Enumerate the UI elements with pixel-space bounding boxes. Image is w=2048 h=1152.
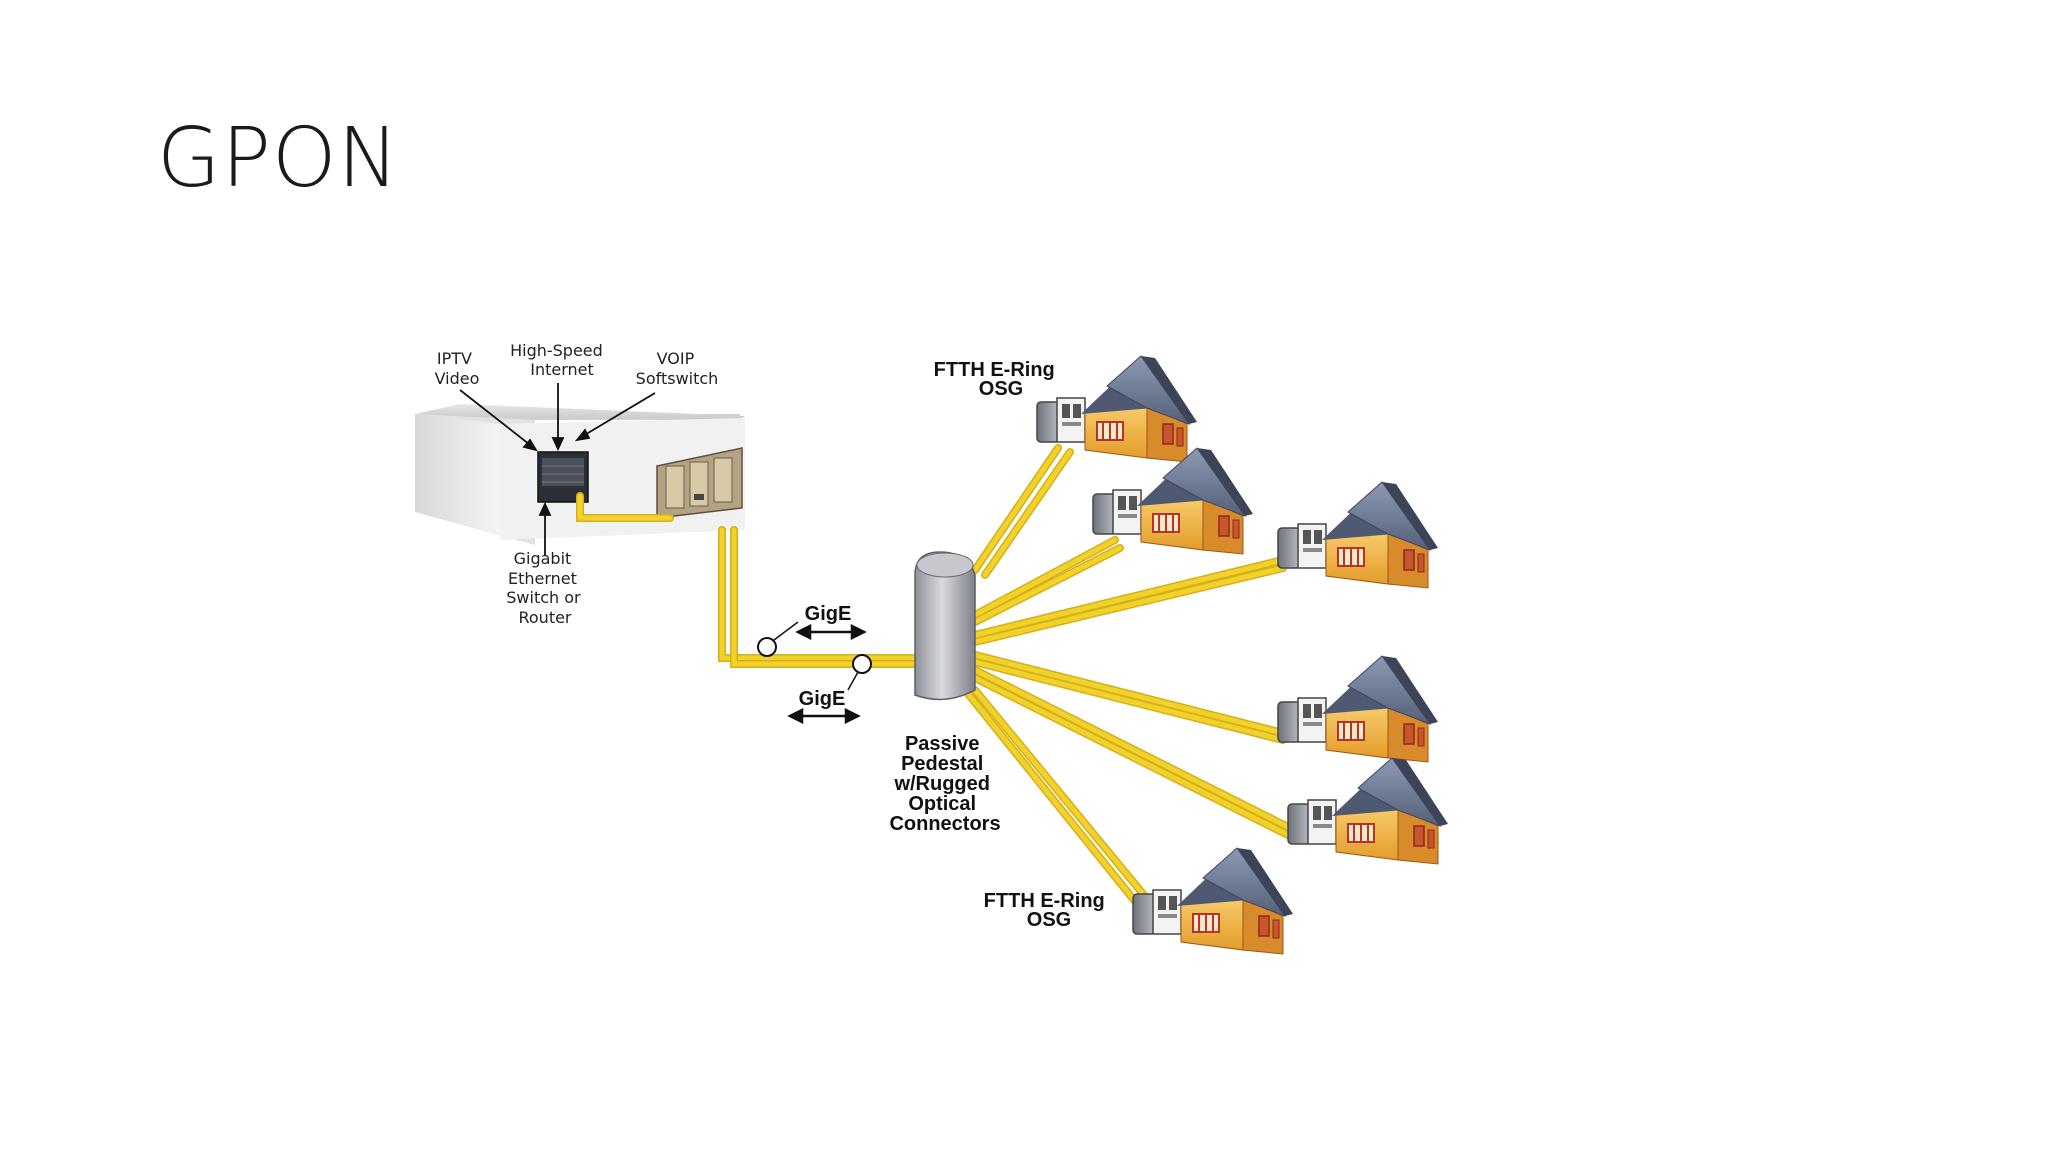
label-voip-softswitch: VOIP Softswitch: [636, 349, 719, 388]
label-gige-bottom: GigE: [799, 688, 846, 710]
label-gigabit-switch: Gigabit Ethernet Switch or Router: [506, 549, 585, 627]
label-high-speed-internet: High-Speed Internet: [510, 341, 608, 379]
label-iptv-video: IPTV Video: [435, 349, 480, 388]
passive-pedestal-icon: [914, 551, 976, 701]
fiber-lines: [576, 444, 1294, 909]
gige-bottom-arrow-icon: [787, 707, 861, 725]
label-passive-pedestal: Passive Pedestal w/Rugged Optical Connec…: [889, 733, 1000, 835]
gige-markers: [757, 621, 872, 725]
house-4-icon: [1277, 655, 1439, 763]
house-6-icon: [1132, 847, 1294, 955]
olt-cards-icon: [656, 447, 743, 519]
house-5-icon: [1287, 757, 1449, 865]
service-arrows: [459, 383, 656, 556]
label-ftth-osg-top: FTTH E-Ring OSG: [934, 359, 1061, 400]
house-3-icon: [1277, 481, 1439, 589]
label-ftth-osg-bottom: FTTH E-Ring OSG: [984, 890, 1111, 931]
gige-top-arrow-icon: [795, 623, 867, 641]
label-gige-top: GigE: [805, 603, 852, 625]
slide-title: GPON: [157, 111, 400, 206]
